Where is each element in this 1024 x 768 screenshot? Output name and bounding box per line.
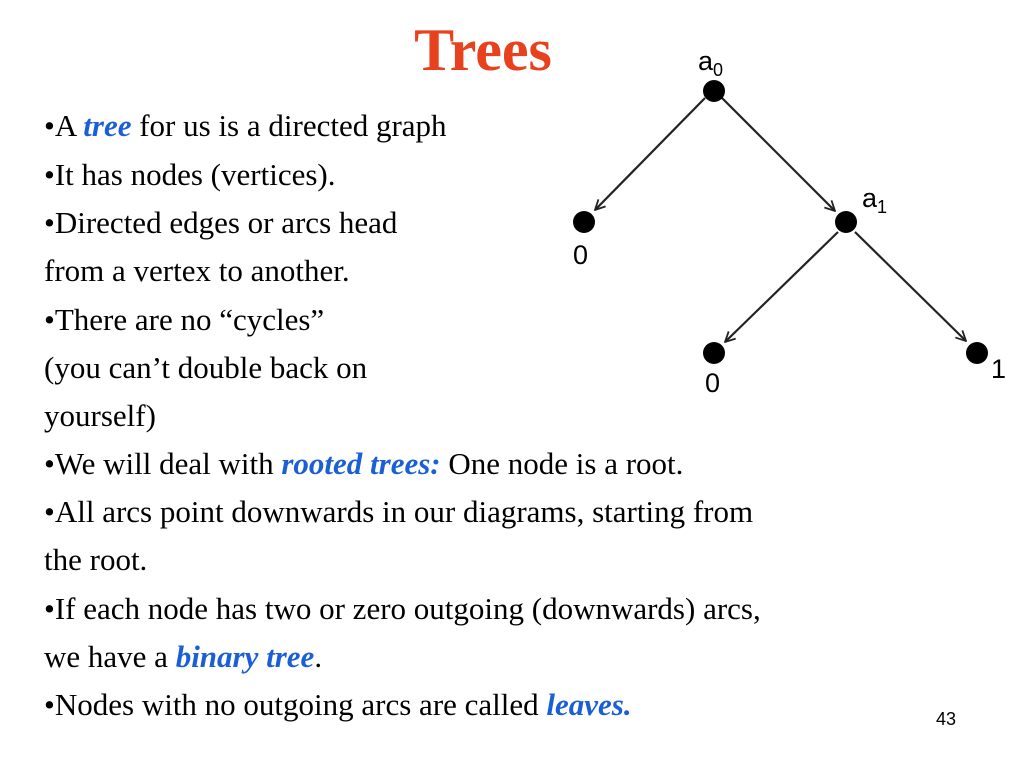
bullet-line: •If each node has two or zero outgoing (… [44,591,761,626]
bullet-line: •Nodes with no outgoing arcs are called … [44,687,632,723]
bullet-line: (you can’t double back on [44,350,368,385]
term-binary-tree: binary tree [175,639,315,674]
bullet-text: for us is a directed graph [131,108,447,143]
bullet-text: . [314,639,323,674]
bullet-text: •We will deal with [44,446,282,481]
node-subscript: 1 [877,197,887,217]
arc-a1-to-leaf-mid [725,231,839,342]
arc-a1-to-leaf-right [854,231,966,341]
bullet-line: from a vertex to another. [44,253,350,288]
term-leaves: leaves. [546,687,632,722]
node-leaf-left [573,211,595,233]
node-label-a1: a1 [862,183,887,217]
node-a0 [703,80,725,102]
bullet-line: •A tree for us is a directed graph [44,108,447,144]
bullet-text: •A [44,108,84,143]
bullet-line: we have a binary tree. [44,639,322,675]
bullet-line: the root. [44,542,148,577]
node-label-leaf-left: 0 [573,240,588,270]
bullet-line: yourself) [44,398,156,433]
arc-a0-to-leaf-left [595,97,706,210]
binary-tree-diagram: a0 0 a1 0 1 [573,46,1006,398]
arc-a0-to-a1 [721,97,835,211]
node-letter: a [862,183,878,213]
node-label-a0: a0 [698,46,723,80]
bullet-text: One node is a root. [440,446,684,481]
node-label-leaf-right: 1 [991,354,1006,384]
node-leaf-right [966,342,988,364]
term-tree: tree [83,108,132,143]
bullet-line: •It has nodes (vertices). [44,157,336,192]
node-a1 [835,211,857,233]
slide-title: Trees [414,17,552,83]
node-label-leaf-mid: 0 [705,368,720,398]
term-rooted-trees: rooted trees: [281,446,441,481]
bullet-line: •All arcs point downwards in our diagram… [44,494,754,529]
node-letter: a [698,46,714,76]
bullet-text: we have a [44,639,176,674]
bullet-line: •We will deal with rooted trees: One nod… [44,446,683,482]
node-subscript: 0 [713,60,723,80]
node-leaf-mid [703,342,725,364]
bullet-text: •Nodes with no outgoing arcs are called [44,687,547,722]
bullet-line: •Directed edges or arcs head [44,205,398,240]
bullet-line: •There are no “cycles” [44,302,325,337]
page-number: 43 [936,709,957,729]
